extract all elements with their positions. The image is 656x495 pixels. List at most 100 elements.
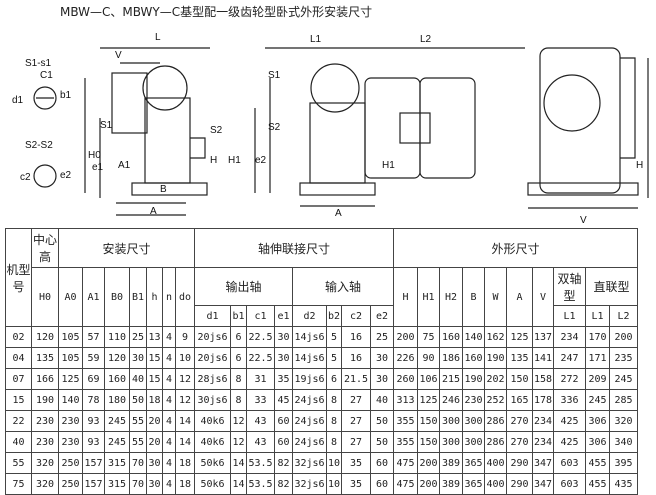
header-model: 机型号 [5, 228, 32, 327]
col-header: A0 [58, 267, 83, 327]
dim-label: A [335, 208, 342, 219]
table-cell: 603 [553, 452, 586, 474]
table-cell: 4 [162, 473, 176, 495]
table-cell: 14js6 [292, 326, 327, 348]
table-cell: 215 [439, 368, 463, 390]
dim-label: S2 [210, 125, 223, 136]
table-cell: 6 [230, 347, 247, 369]
table-cell: 389 [439, 473, 463, 495]
col-header: n [162, 267, 176, 327]
table-cell: 158 [532, 368, 554, 390]
header-double-shaft: 双轴型 [553, 267, 586, 306]
table-cell: 15 [146, 347, 163, 369]
table-cell: 340 [609, 431, 638, 453]
table-cell: 82 [274, 452, 293, 474]
table-cell: 137 [532, 326, 554, 348]
table-cell: 14 [230, 473, 247, 495]
table-cell: 32js6 [292, 473, 327, 495]
header-direct: 直联型 [585, 267, 638, 306]
table-cell: 20js6 [194, 347, 231, 369]
table-cell: 43 [246, 410, 275, 432]
table-cell: 20js6 [194, 326, 231, 348]
dim-label: A [150, 206, 157, 217]
table-cell: 4 [162, 347, 176, 369]
table-cell: 30js6 [194, 389, 231, 411]
table-cell: 150 [506, 368, 533, 390]
table-cell: 202 [484, 368, 507, 390]
table-cell: 166 [31, 368, 59, 390]
col-header: H [393, 267, 418, 327]
table-cell: 157 [82, 452, 105, 474]
col-header: W [484, 267, 507, 327]
table-cell: 125 [506, 326, 533, 348]
table-cell: 16 [341, 326, 371, 348]
table-cell: 27 [341, 389, 371, 411]
table-cell: 171 [585, 347, 610, 369]
table-cell: 33 [246, 389, 275, 411]
table-cell: 40k6 [194, 410, 231, 432]
gear-housing [111, 72, 148, 134]
col-header: L1 [553, 305, 586, 327]
table-cell: 315 [104, 452, 130, 474]
table-cell: 226 [393, 347, 418, 369]
col-header: b1 [230, 305, 247, 327]
table-cell: 209 [585, 368, 610, 390]
table-cell: 320 [31, 473, 59, 495]
table-cell: 200 [609, 326, 638, 348]
table-cell: 15 [146, 368, 163, 390]
dim-label: V [580, 215, 587, 226]
table-cell: 6 [326, 368, 342, 390]
table-cell: 435 [609, 473, 638, 495]
col-header: A1 [82, 267, 105, 327]
dim-label: H1 [382, 160, 395, 171]
dimension-table: 机型号 中心高 安装尺寸 轴伸联接尺寸 外形尺寸 H0 A0 A1 B0 B1 … [5, 228, 638, 495]
table-cell: 400 [484, 452, 507, 474]
table-cell: 425 [553, 410, 586, 432]
table-cell: 60 [274, 431, 293, 453]
table-cell: 603 [553, 473, 586, 495]
table-cell: 22 [5, 410, 32, 432]
table-cell: 35 [341, 452, 371, 474]
dim-label: e1 [92, 162, 104, 173]
table-cell: 12 [175, 368, 195, 390]
table-cell: 395 [609, 452, 638, 474]
table-cell: 347 [532, 452, 554, 474]
table-cell: 4 [162, 368, 176, 390]
table-cell: 35 [274, 368, 293, 390]
table-cell: 120 [31, 326, 59, 348]
dim-label: S2-S2 [25, 140, 53, 151]
header-shaft: 轴伸联接尺寸 [194, 228, 394, 268]
table-cell: 12 [230, 410, 247, 432]
table-cell: 93 [82, 431, 105, 453]
col-header: do [175, 267, 195, 327]
table-cell: 260 [393, 368, 418, 390]
table-cell: 20 [146, 431, 163, 453]
table-cell: 50 [370, 410, 394, 432]
table-cell: 105 [58, 326, 83, 348]
header-center-height: 中心高 [31, 228, 59, 268]
table-cell: 245 [104, 410, 130, 432]
table-cell: 13 [146, 326, 163, 348]
table-cell: 78 [82, 389, 105, 411]
table-cell: 190 [462, 368, 485, 390]
table-cell: 286 [484, 431, 507, 453]
table-cell: 150 [417, 410, 440, 432]
table-cell: 365 [462, 452, 485, 474]
table-cell: 336 [553, 389, 586, 411]
col-header: V [532, 267, 554, 327]
dim-label: e2 [255, 155, 267, 166]
dim-label: H0 [88, 150, 101, 161]
col-header: B [462, 267, 485, 327]
header-output-shaft: 输出轴 [194, 267, 293, 306]
col-header: A [506, 267, 533, 327]
table-cell: 18 [175, 452, 195, 474]
table-cell: 234 [532, 410, 554, 432]
dim-label: L [155, 32, 161, 43]
table-cell: 157 [82, 473, 105, 495]
table-cell: 105 [58, 347, 83, 369]
table-cell: 306 [585, 410, 610, 432]
table-cell: 12 [230, 431, 247, 453]
table-cell: 27 [341, 410, 371, 432]
table-cell: 12 [175, 389, 195, 411]
